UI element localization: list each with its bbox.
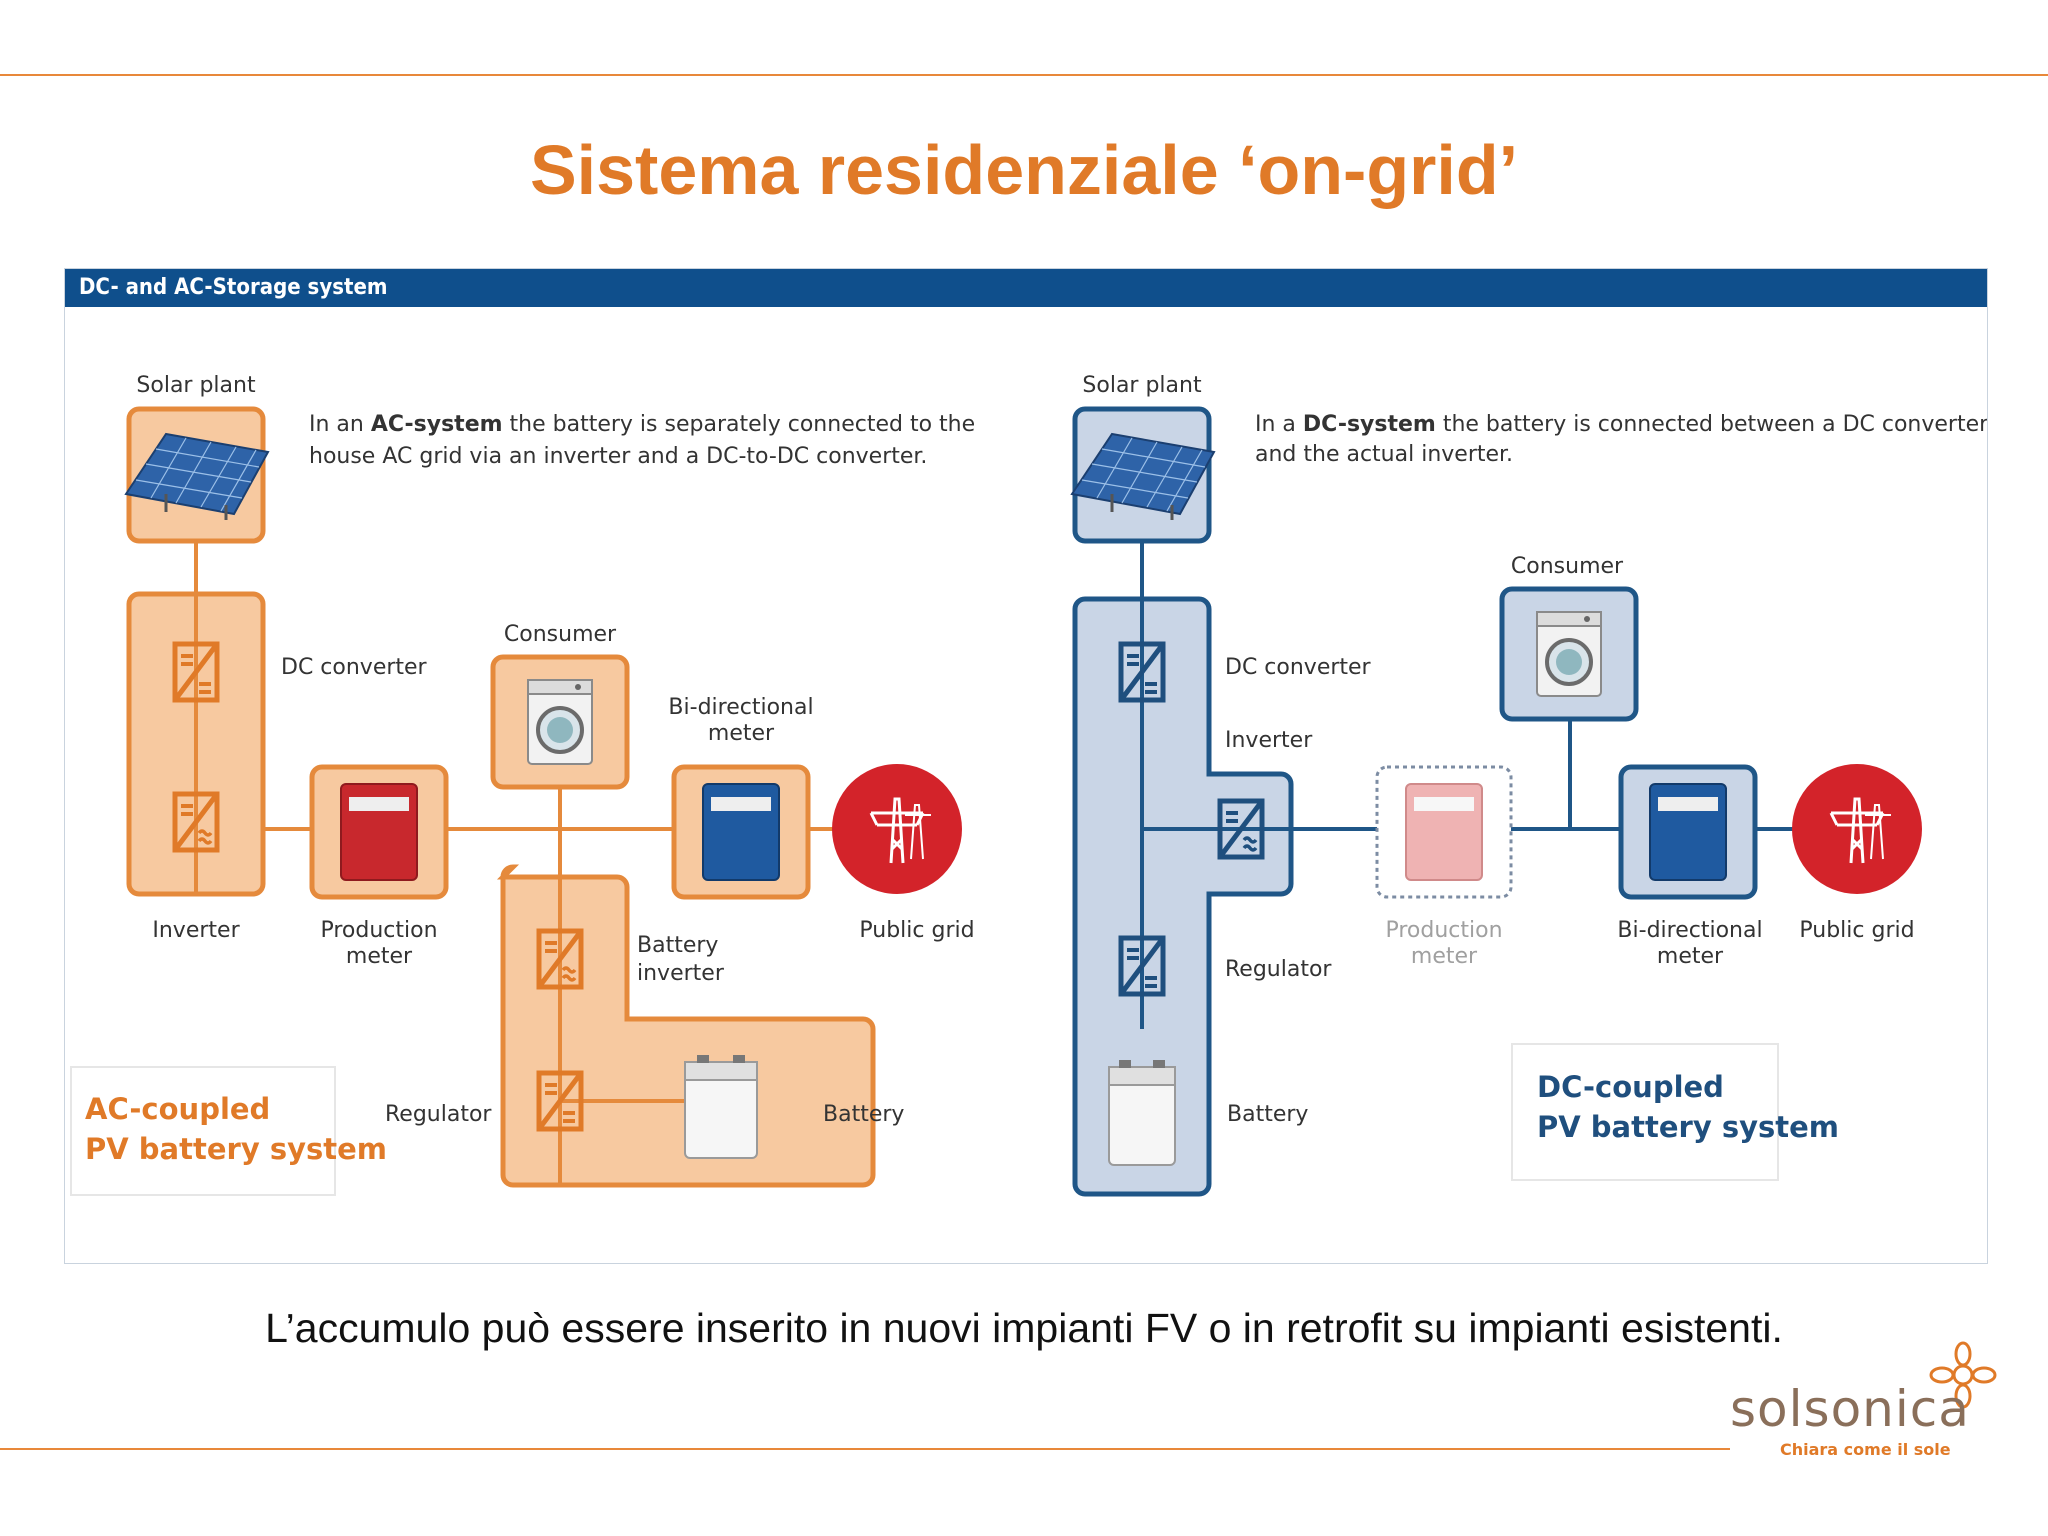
logo-wordmark: solsonica	[1730, 1380, 1970, 1438]
dc-consumer-label: Consumer	[1511, 554, 1624, 579]
dc-washing-machine-icon	[1535, 610, 1603, 698]
ac-bidirectional-meter-label-1: Bi-directional	[668, 695, 813, 720]
ac-production-meter-label-2: meter	[346, 944, 413, 969]
ac-regulator-label: Regulator	[385, 1102, 492, 1127]
dc-public-grid-label: Public grid	[1799, 918, 1914, 943]
dc-battery-label: Battery	[1227, 1102, 1308, 1127]
diagram-figure: DC- and AC-Storage system	[64, 268, 1988, 1264]
washing-machine-icon	[526, 678, 594, 766]
dc-converter-column	[1072, 596, 1294, 1197]
ac-system-label-card	[70, 1066, 336, 1196]
dc-battery-icon	[1108, 1060, 1176, 1166]
ac-bidirectional-meter-label-2: meter	[708, 721, 775, 746]
dc-note-line-2: and the actual inverter.	[1255, 442, 1513, 467]
dc-system-label-2: PV battery system	[1537, 1110, 1839, 1144]
dc-system-label-1: DC-coupled	[1537, 1070, 1724, 1104]
ac-battery-inverter-label-1: Battery	[637, 933, 718, 958]
dc-bidirectional-meter-label-2: meter	[1657, 944, 1724, 969]
dc-dc-converter-label: DC converter	[1225, 655, 1372, 680]
ac-battery-branch-box	[496, 864, 876, 1188]
ac-solar-plant-label: Solar plant	[136, 373, 256, 398]
logo-tagline: Chiara come il sole	[1780, 1440, 1951, 1459]
ac-battery-icon	[684, 1055, 758, 1159]
solsonica-logo: solsonica Chiara come il sole	[1728, 1340, 1998, 1460]
ac-public-grid-icon	[832, 764, 962, 894]
dc-public-grid-icon	[1792, 764, 1922, 894]
ac-system-label-1: AC-coupled	[85, 1092, 270, 1126]
figure-header-text: DC- and AC-Storage system	[79, 275, 388, 300]
dc-note-line-1: In a DC-system the battery is connected …	[1255, 412, 1987, 437]
dc-regulator-label: Regulator	[1225, 957, 1332, 982]
top-rule	[0, 74, 2048, 76]
slide-caption: L’accumulo può essere inserito in nuovi …	[265, 1305, 1783, 1351]
sun-flower-icon	[1929, 1341, 1997, 1409]
ac-note-line-2: house AC grid via an inverter and a DC-t…	[309, 444, 927, 469]
dc-production-meter-label-1: Production	[1385, 918, 1502, 943]
storage-system-diagram: Solar plant In an AC-system the battery …	[70, 373, 1987, 1197]
ac-battery-inverter-label-2: inverter	[637, 961, 725, 986]
ac-system-label-2: PV battery system	[85, 1132, 387, 1166]
ac-consumer-label: Consumer	[504, 622, 617, 647]
dc-system-label-card	[1511, 1043, 1779, 1181]
dc-production-meter-label-2: meter	[1411, 944, 1478, 969]
dc-system: Solar plant In a DC-system the battery i…	[1070, 373, 1987, 1197]
bottom-rule	[0, 1448, 1730, 1450]
dc-solar-plant-label: Solar plant	[1082, 373, 1202, 398]
ac-note-line-1: In an AC-system the battery is separatel…	[309, 412, 975, 437]
ac-inverter-label: Inverter	[152, 918, 240, 943]
ac-dc-converter-label: DC converter	[281, 655, 428, 680]
dc-bidirectional-meter-label-1: Bi-directional	[1617, 918, 1762, 943]
dc-inverter-label: Inverter	[1225, 728, 1313, 753]
slide-title: Sistema residenziale ‘on-grid’	[529, 131, 1519, 209]
ac-public-grid-label: Public grid	[859, 918, 974, 943]
ac-production-meter-label-1: Production	[320, 918, 437, 943]
figure-header: DC- and AC-Storage system	[65, 269, 1987, 307]
ac-system: Solar plant In an AC-system the battery …	[70, 373, 975, 1196]
ac-battery-label: Battery	[823, 1102, 904, 1127]
